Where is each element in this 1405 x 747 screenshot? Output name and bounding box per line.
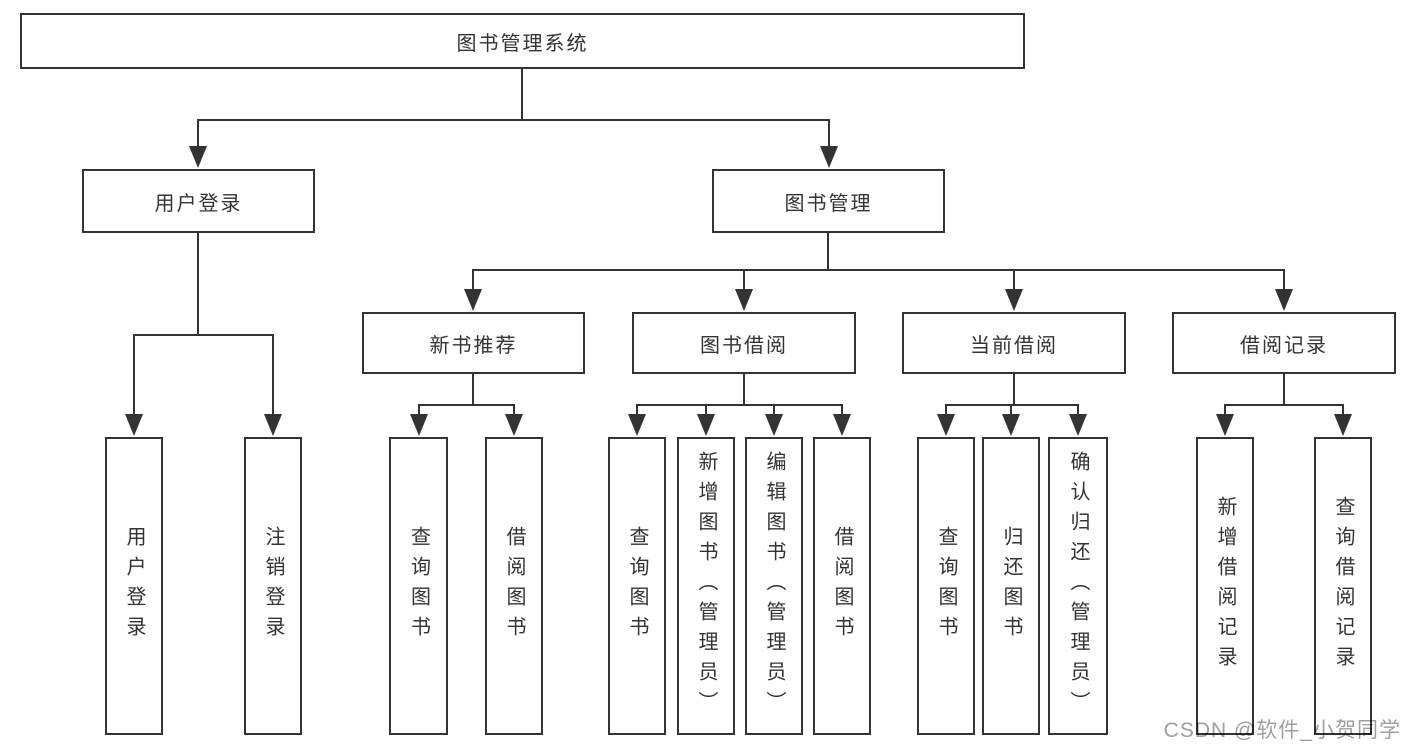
connector-rail (945, 404, 1079, 406)
connector-stem (472, 374, 474, 405)
arrow-down-icon (1216, 414, 1234, 436)
connector-drop (133, 334, 135, 418)
connector-drop (743, 269, 745, 292)
connector-drop (841, 404, 843, 418)
connector-drop (1013, 269, 1015, 292)
arrow-down-icon (125, 414, 143, 436)
arrow-down-icon (697, 414, 715, 436)
connector-rail (1224, 404, 1344, 406)
connector-root-stem (521, 69, 523, 120)
leaf-current-query-books: 查询图书 (917, 437, 975, 735)
arrow-down-icon (1002, 414, 1020, 436)
arrow-down-icon (1334, 414, 1352, 436)
arrow-down-icon (189, 146, 207, 168)
connector-drop (636, 404, 638, 418)
connector-drop (828, 119, 830, 150)
connector-drop (1010, 404, 1012, 418)
connector-drop (197, 119, 199, 150)
leaf-user-login: 用户登录 (105, 437, 163, 735)
node-new-book-recommend: 新书推荐 (362, 312, 585, 374)
leaf-edit-book-admin: 编辑图书（管理员） (745, 437, 803, 735)
connector-root-rail (197, 119, 830, 121)
arrow-down-icon (1069, 414, 1087, 436)
arrow-down-icon (1005, 289, 1023, 311)
connector-drop (418, 404, 420, 418)
connector-drop (1283, 269, 1285, 292)
connector-bookmgmt-rail (472, 269, 1285, 271)
leaf-logout: 注销登录 (244, 437, 302, 735)
connector-drop (1224, 404, 1226, 418)
leaf-recommend-borrow-books: 借阅图书 (485, 437, 543, 735)
node-current-borrow: 当前借阅 (902, 312, 1126, 374)
node-borrow-records: 借阅记录 (1172, 312, 1396, 374)
connector-user-stem (197, 233, 199, 335)
connector-drop (945, 404, 947, 418)
node-user-login: 用户登录 (82, 169, 315, 233)
connector-drop (1342, 404, 1344, 418)
csdn-watermark: CSDN @软件_小贺同学 (1163, 719, 1401, 742)
arrow-down-icon (410, 414, 428, 436)
arrow-down-icon (735, 289, 753, 311)
arrow-down-icon (765, 414, 783, 436)
connector-rail (636, 404, 843, 406)
node-library-system: 图书管理系统 (20, 13, 1025, 69)
connector-drop (1077, 404, 1079, 418)
arrow-down-icon (264, 414, 282, 436)
leaf-add-borrow-record: 新增借阅记录 (1196, 437, 1254, 735)
connector-drop (705, 404, 707, 418)
arrow-down-icon (628, 414, 646, 436)
arrow-down-icon (937, 414, 955, 436)
node-book-management: 图书管理 (712, 169, 945, 233)
connector-drop (773, 404, 775, 418)
connector-user-rail (133, 334, 274, 336)
arrow-down-icon (1275, 289, 1293, 311)
leaf-confirm-return-admin: 确认归还（管理员） (1048, 437, 1108, 735)
leaf-borrow-query-books: 查询图书 (608, 437, 666, 735)
leaf-query-borrow-record: 查询借阅记录 (1314, 437, 1372, 735)
node-book-borrow: 图书借阅 (632, 312, 856, 374)
connector-drop (513, 404, 515, 418)
connector-stem (743, 374, 745, 405)
leaf-recommend-query-books: 查询图书 (389, 437, 448, 735)
connector-bookmgmt-stem (827, 233, 829, 270)
connector-drop (472, 269, 474, 292)
connector-stem (1283, 374, 1285, 405)
connector-stem (1013, 374, 1015, 405)
arrow-down-icon (464, 289, 482, 311)
connector-drop (272, 334, 274, 418)
connector-rail (418, 404, 515, 406)
leaf-return-books: 归还图书 (982, 437, 1040, 735)
arrow-down-icon (820, 146, 838, 168)
arrow-down-icon (505, 414, 523, 436)
leaf-add-book-admin: 新增图书（管理员） (677, 437, 735, 735)
leaf-borrow-books: 借阅图书 (813, 437, 871, 735)
arrow-down-icon (833, 414, 851, 436)
